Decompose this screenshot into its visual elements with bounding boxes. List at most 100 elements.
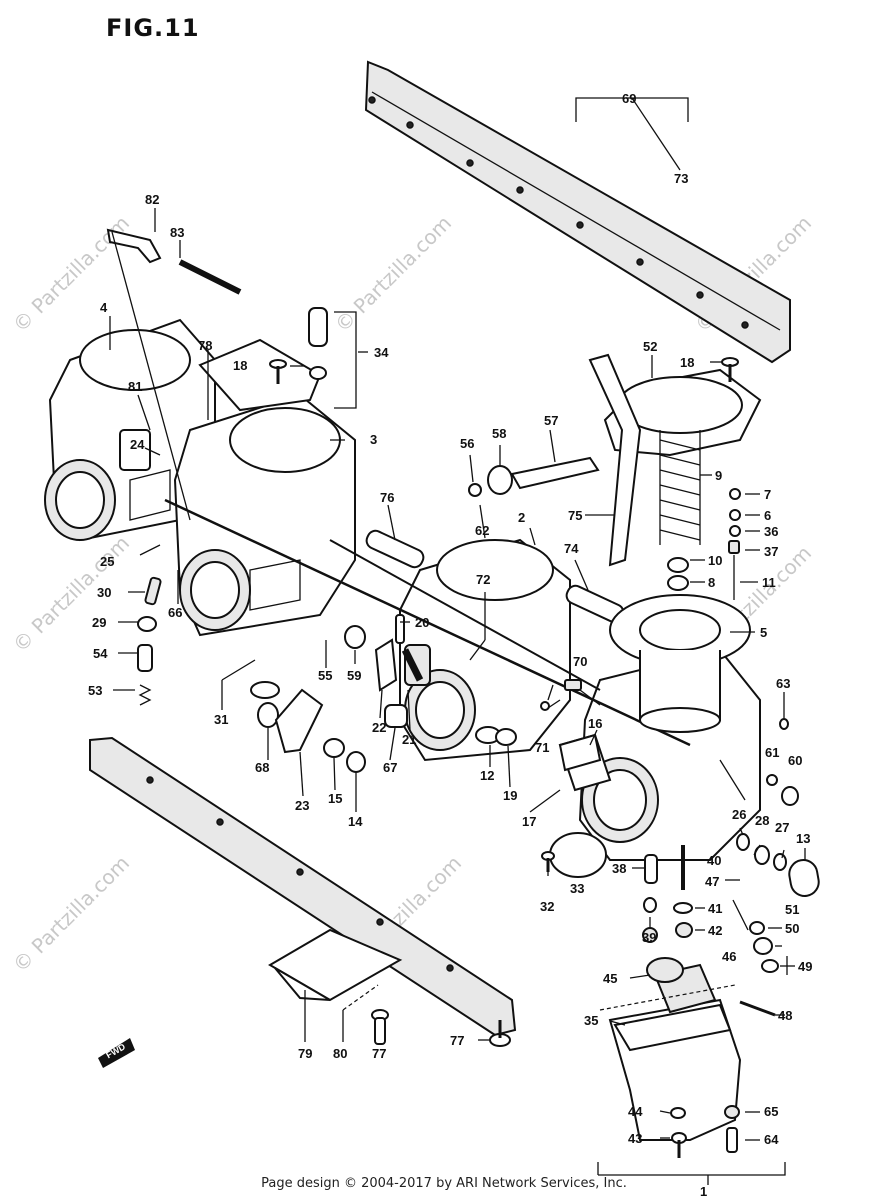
callout-11: 11 [762,575,776,590]
callout-39: 39 [642,930,656,945]
callout-82: 82 [145,192,159,207]
callout-35: 35 [584,1013,598,1028]
carburetor-1 [44,318,216,542]
callout-60: 60 [788,753,802,768]
callout-58: 58 [492,426,506,441]
callout-labels: 1 2 3 4 5 6 7 8 9 10 11 12 13 14 15 16 1… [88,91,812,1199]
callout-36: 36 [764,524,778,539]
callout-78: 78 [198,338,212,353]
callout-59: 59 [347,668,361,683]
callout-74: 74 [564,541,579,556]
callout-55: 55 [318,668,332,683]
callout-79: 79 [298,1046,312,1061]
callout-28: 28 [755,813,769,828]
callout-10: 10 [708,553,722,568]
bottom-mounting-rail [89,736,517,1037]
callout-83: 83 [170,225,184,240]
callout-45: 45 [603,971,617,986]
callout-13: 13 [796,831,810,846]
callout-32: 32 [540,899,554,914]
callout-46: 46 [722,949,736,964]
callout-65: 65 [764,1104,778,1119]
carburetor-2 [173,338,356,637]
callout-41: 41 [708,901,722,916]
callout-3: 3 [370,432,377,447]
callout-66: 66 [168,605,182,620]
callout-24: 24 [130,437,145,452]
callout-22: 22 [372,720,386,735]
callout-71: 71 [535,740,549,755]
callout-38: 38 [612,861,626,876]
callout-23: 23 [295,798,309,813]
callout-53: 53 [88,683,102,698]
callout-31: 31 [214,712,228,727]
callout-5: 5 [760,625,767,640]
callout-8: 8 [708,575,715,590]
callout-62: 62 [475,523,489,538]
callout-2: 2 [518,510,525,525]
callout-51: 51 [785,902,799,917]
screw-18 [269,357,739,384]
callout-7: 7 [764,487,771,502]
callout-75: 75 [568,508,582,523]
fwd-direction-badge: FWD [98,1038,135,1068]
callout-76: 76 [380,490,394,505]
callout-4: 4 [100,300,108,315]
callout-26: 26 [732,807,746,822]
callout-14: 14 [348,814,363,829]
leader-lines [109,208,806,1185]
callout-77-left: 77 [372,1046,386,1061]
callout-16: 16 [588,716,602,731]
callout-54: 54 [93,646,108,661]
callout-70: 70 [573,654,587,669]
callout-17: 17 [522,814,536,829]
callout-52: 52 [643,339,657,354]
callout-69: 69 [622,91,636,106]
callout-81: 81 [128,379,142,394]
callout-57: 57 [544,413,558,428]
callout-20: 20 [415,615,429,630]
callout-48: 48 [778,1008,792,1023]
top-mounting-rail [364,60,791,364]
callout-56: 56 [460,436,474,451]
callout-47: 47 [705,874,719,889]
callout-67: 67 [383,760,397,775]
callout-15: 15 [328,791,342,806]
callout-64: 64 [764,1132,779,1147]
callout-12: 12 [480,768,494,783]
callout-19: 19 [503,788,517,803]
callout-40: 40 [707,853,721,868]
callout-42: 42 [708,923,722,938]
callout-68: 68 [255,760,269,775]
callout-30: 30 [97,585,111,600]
callout-18-right: 18 [680,355,694,370]
callout-34: 34 [374,345,389,360]
callout-63: 63 [776,676,790,691]
callout-18-left: 18 [233,358,247,373]
callout-33: 33 [570,881,584,896]
float-bowl [599,963,742,1141]
callout-1: 1 [700,1184,707,1199]
callout-27: 27 [775,820,789,835]
callout-49: 49 [798,959,812,974]
callout-77-right: 77 [450,1033,464,1048]
callout-61: 61 [765,745,779,760]
callout-29: 29 [92,615,106,630]
callout-73: 73 [674,171,688,186]
vacuum-piston-assembly [603,368,762,733]
callout-25: 25 [100,554,114,569]
callout-50: 50 [785,921,799,936]
callout-43: 43 [628,1131,642,1146]
figure-title: FIG.11 [106,14,200,42]
callout-80: 80 [333,1046,347,1061]
callout-37: 37 [764,544,778,559]
callout-6: 6 [764,508,771,523]
callout-44: 44 [628,1104,643,1119]
spring-83 [178,259,242,295]
callout-72: 72 [476,572,490,587]
callout-9: 9 [715,468,722,483]
page-footer: Page design © 2004-2017 by ARI Network S… [261,1176,627,1191]
callout-21: 21 [402,732,416,747]
